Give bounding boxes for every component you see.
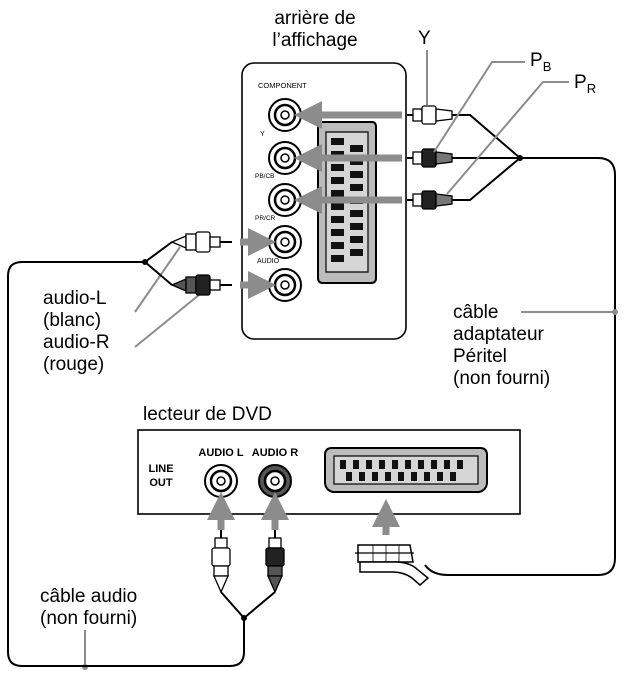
- insert-arrows-display: [240, 101, 402, 299]
- dvd-line-out-2: OUT: [149, 477, 173, 489]
- jack-pr-label: PR/CR: [255, 215, 276, 222]
- component-cable-wires: [452, 114, 521, 201]
- leader-lines: [84, 50, 615, 667]
- insert-arrows-dvd: [207, 492, 400, 535]
- rca-plug-pb: [407, 148, 453, 168]
- signal-pr-main: P: [574, 72, 587, 93]
- audio-cable-line2: (non fourni): [40, 608, 138, 629]
- jack-y-label: Y: [260, 131, 265, 138]
- dvd-rca-plug-red: [265, 530, 285, 594]
- audio-cable-junction-bottom: [241, 615, 247, 621]
- jack-pb[interactable]: [268, 141, 302, 175]
- dvd-jack-audio-r[interactable]: [258, 464, 292, 498]
- signal-pr-sub: R: [586, 81, 597, 96]
- scart-cable-line4: (non fourni): [453, 368, 551, 389]
- jack-audio-r[interactable]: [268, 268, 302, 302]
- audio-cable-line1: câble audio: [40, 586, 138, 607]
- jack-audio-l[interactable]: [268, 225, 302, 259]
- audio-right-line2: (rouge): [43, 354, 105, 375]
- jack-pb-label: PB/CB: [255, 173, 275, 180]
- scart-cable-line3: Péritel: [453, 346, 507, 367]
- dvd-title: lecteur de DVD: [143, 404, 272, 425]
- audio-left-line2: (blanc): [43, 310, 102, 331]
- signal-pr-label: PR: [574, 72, 596, 100]
- dvd-jack-audio-l[interactable]: [204, 464, 238, 498]
- display-rear-title: arrière de l’affichage: [255, 8, 375, 52]
- scart-cable-label: câble adaptateur Péritel (non fourni): [453, 302, 550, 390]
- dvd-audio-wire: [220, 591, 276, 620]
- scart-adapter-cable: [424, 157, 616, 576]
- dvd-audio-l-label: AUDIO L: [198, 447, 244, 459]
- scart-cable-leader-dot: [612, 309, 618, 315]
- audio-cable-junction-top: [142, 259, 148, 265]
- jack-y[interactable]: [268, 98, 302, 132]
- audio-left-label: audio-L (blanc): [43, 288, 106, 332]
- rca-plug-audio-r: [170, 274, 232, 296]
- component-panel-label: COMPONENT: [258, 81, 307, 90]
- scart-plug: [355, 544, 430, 586]
- audio-left-line1: audio-L: [43, 288, 107, 309]
- jack-audio-label: AUDIO: [257, 258, 280, 265]
- signal-pb-sub: B: [542, 59, 552, 74]
- audio-cable-wire: [7, 241, 245, 667]
- rca-plug-y: [407, 105, 453, 125]
- dvd-scart-socket[interactable]: [324, 447, 488, 493]
- rca-plug-pr: [407, 190, 453, 210]
- signal-pb-label: PB: [530, 50, 551, 78]
- scart-cable-line2: adaptateur: [453, 324, 544, 345]
- dvd-line-out-1: LINE: [148, 463, 173, 475]
- signal-y-label: Y: [418, 28, 431, 49]
- audio-cable-label: câble audio (non fourni): [40, 586, 137, 630]
- rca-plug-audio-l: [170, 231, 232, 253]
- dvd-audio-r-label: AUDIO R: [252, 447, 299, 459]
- jack-pr[interactable]: [268, 183, 302, 217]
- display-rear-title-line2: l’affichage: [272, 30, 358, 51]
- scart-cable-line1: câble: [453, 302, 499, 323]
- dvd-rca-plug-white: [211, 530, 231, 594]
- audio-right-label: audio-R (rouge): [43, 332, 110, 376]
- signal-pb-main: P: [530, 50, 543, 71]
- display-rear-title-line1: arrière de: [274, 8, 356, 29]
- audio-right-line1: audio-R: [43, 332, 110, 353]
